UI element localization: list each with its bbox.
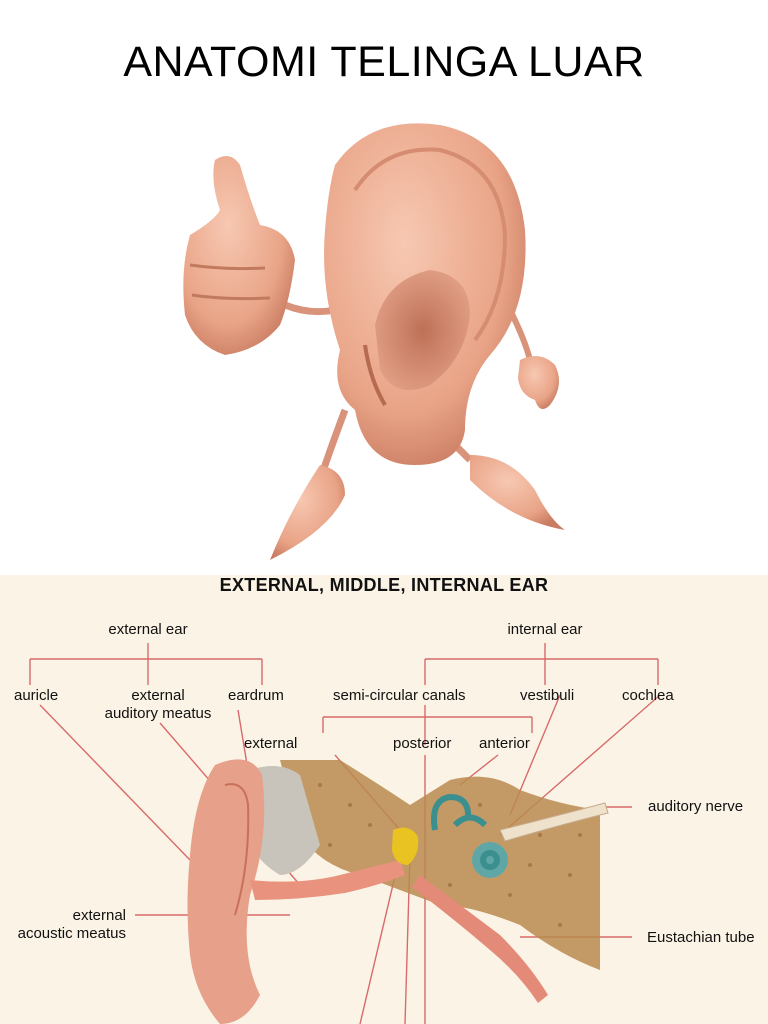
label-semicircular-canals: semi-circular canals [333, 687, 466, 704]
label-anterior-canal: anterior [479, 735, 530, 752]
thumbs-up-ear-icon [183, 123, 565, 560]
label-external-canal: external [244, 735, 298, 752]
label-external-auditory-meatus: external auditory meatus [104, 687, 212, 722]
label-external-ear: external ear [108, 621, 188, 638]
label-auditory-nerve: auditory nerve [648, 798, 744, 815]
ear-character-illustration [170, 110, 590, 570]
label-cochlea: cochlea [622, 687, 674, 704]
slide-title: ANATOMI TELINGA LUAR [123, 38, 645, 86]
ear-cross-section [29, 643, 661, 1024]
label-vestibuli: vestibuli [520, 687, 575, 704]
diagram-title: EXTERNAL, MIDDLE, INTERNAL EAR [219, 575, 549, 595]
label-posterior-canal: posterior [393, 735, 452, 752]
label-internal-ear: internal ear [507, 621, 583, 638]
label-external-acoustic-meatus: external acoustic meatus [17, 907, 126, 942]
label-eustachian-tube: Eustachian tube [647, 929, 755, 946]
label-auricle: auricle [14, 687, 59, 704]
label-eardrum: eardrum [228, 687, 284, 704]
ear-anatomy-diagram: EXTERNAL, MIDDLE, INTERNAL EAR external … [0, 575, 768, 1024]
